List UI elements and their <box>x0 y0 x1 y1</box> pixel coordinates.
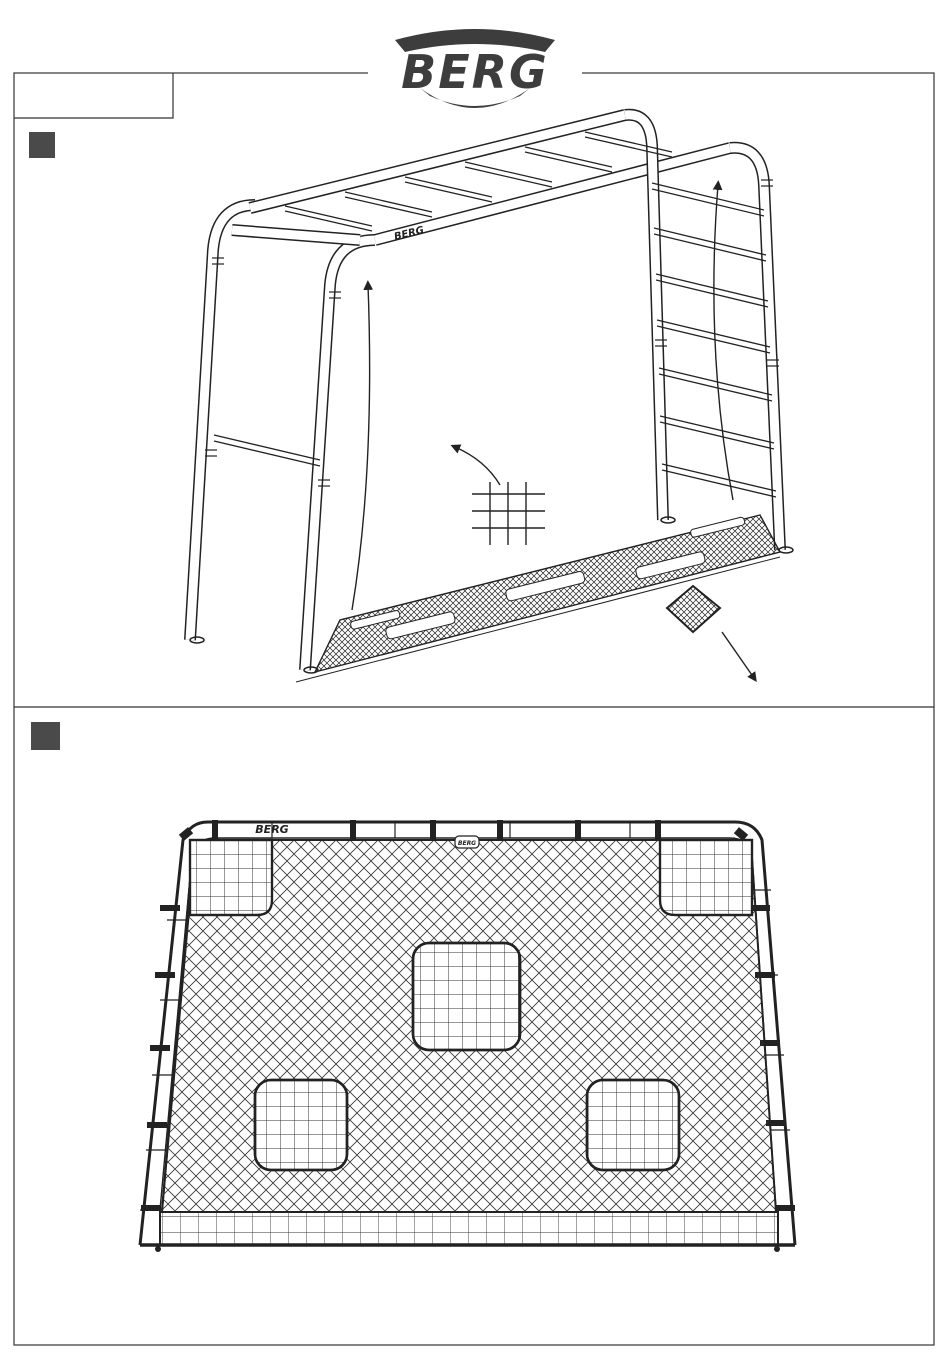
curved-arrow-icon <box>352 285 370 610</box>
step-1-marker <box>29 132 55 158</box>
goal-net-illustration: BERG BERG <box>140 820 795 1252</box>
curved-arrow-icon <box>722 632 754 678</box>
net-logo-text: BERG <box>458 840 476 847</box>
step-2-marker <box>31 722 60 750</box>
fine-diamond-mesh-icon <box>667 586 720 632</box>
header-label-box <box>14 73 173 118</box>
frame-logo-text: BERG <box>393 225 425 243</box>
coarse-grid-mesh-icon <box>472 482 545 545</box>
brand-logo-text: BERG <box>401 45 549 99</box>
berg-logo: BERG <box>368 29 582 108</box>
sleeve-logo-text: BERG <box>255 823 288 836</box>
curved-arrow-icon <box>455 447 500 485</box>
